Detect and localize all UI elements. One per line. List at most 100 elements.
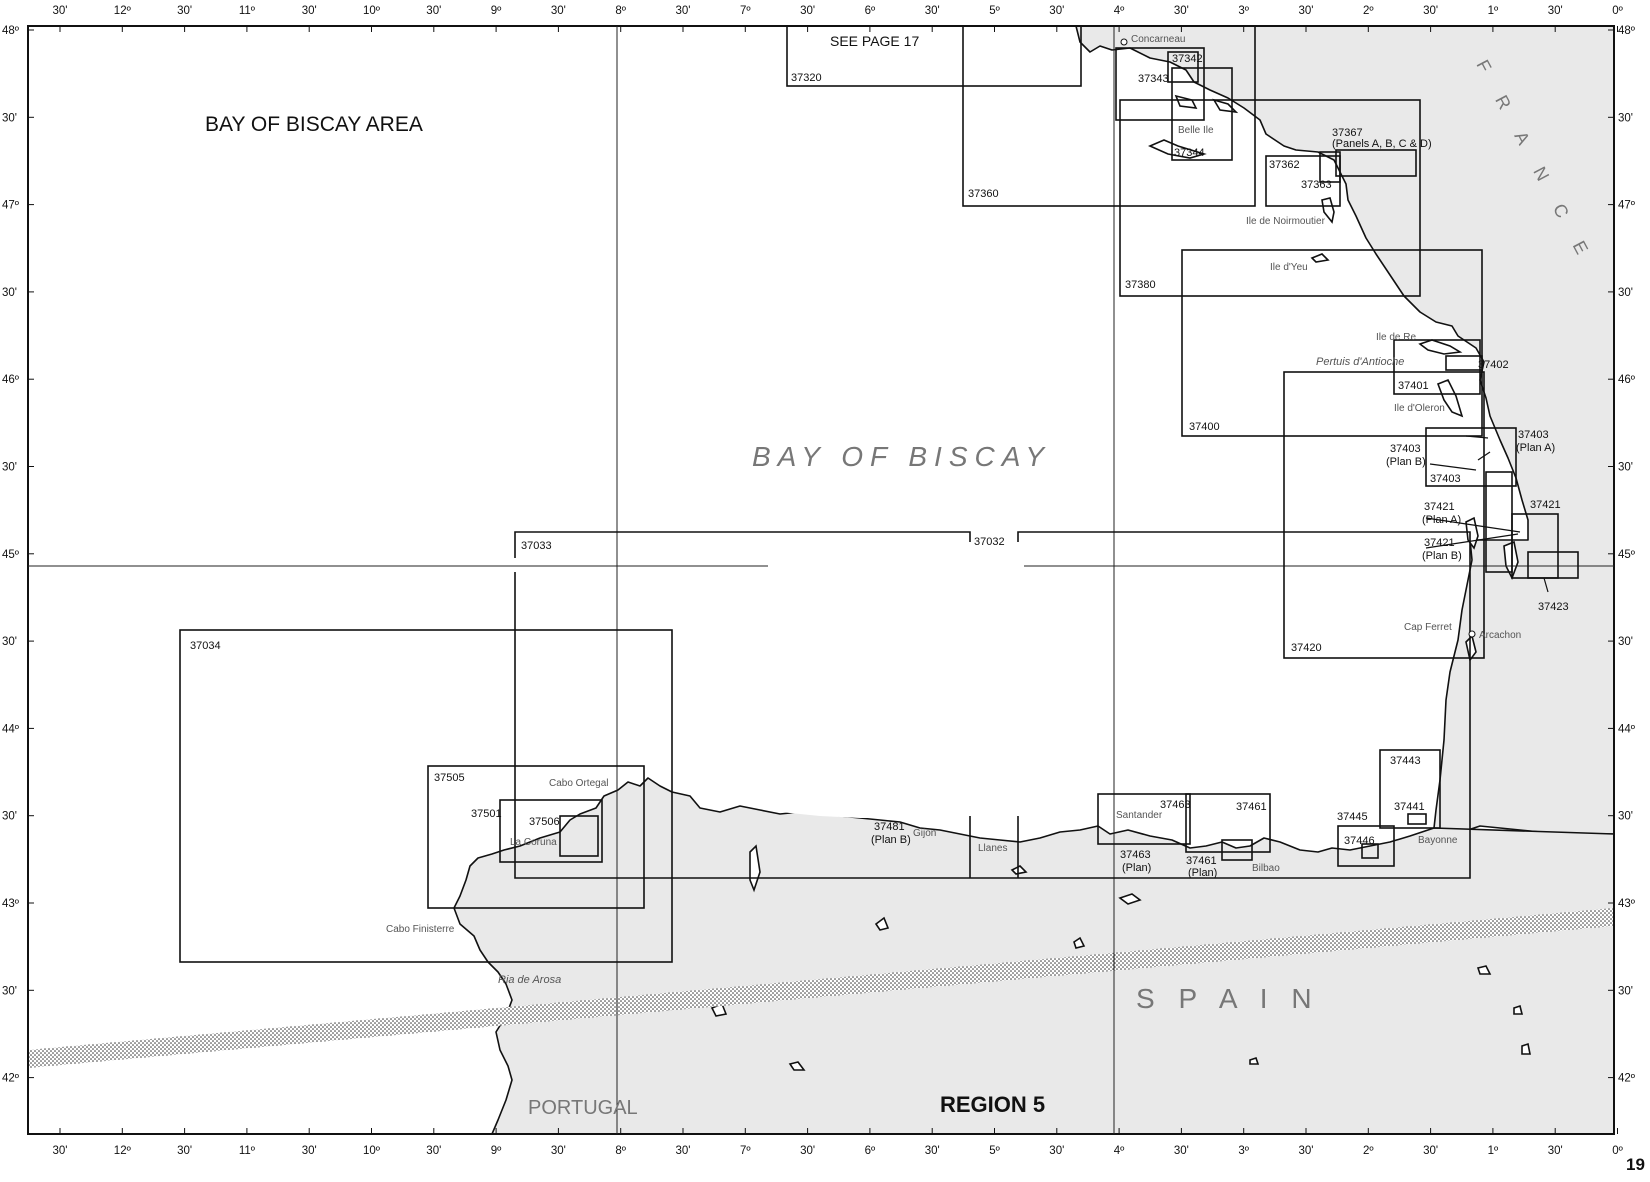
sea-label: BAY OF BISCAY [752, 441, 1051, 472]
label-37463: 37463 [1160, 799, 1191, 811]
label-37033: 37033 [521, 540, 552, 552]
label-37344: 37344 [1174, 147, 1205, 159]
chart-boxes [179, 25, 1579, 963]
lon-tick-label-bottom: 30' [1423, 1145, 1438, 1157]
land-layer [28, 26, 1614, 1134]
label-37421: 37421 [1530, 499, 1561, 511]
label-37463-plan: 37463 [1120, 849, 1151, 861]
label-37403: 37403 [1430, 473, 1461, 485]
lon-tick-label-top: 4º [1114, 5, 1125, 17]
label-37441: 37441 [1394, 801, 1425, 813]
lon-tick-label-bottom: 9º [491, 1145, 502, 1157]
country-portugal: PORTUGAL [528, 1097, 638, 1119]
label-37501: 37501 [471, 808, 502, 820]
lat-tick-label-right: 30' [1618, 985, 1633, 997]
map-title: BAY OF BISCAY AREA [205, 113, 423, 136]
lon-tick-label-top: 6º [865, 5, 876, 17]
label-37446: 37446 [1344, 835, 1375, 847]
lon-tick-label-top: 2º [1363, 5, 1374, 17]
lat-tick-label-left: 30' [2, 462, 17, 474]
lon-tick-label-top: 30' [800, 5, 815, 17]
lat-tick-label-left: 30' [2, 636, 17, 648]
lat-tick-label-right: 30' [1618, 462, 1633, 474]
lon-tick-label-bottom: 12º [114, 1145, 132, 1157]
label-37443: 37443 [1390, 755, 1421, 767]
label-37423: 37423 [1538, 601, 1569, 613]
lat-tick-label-right: 48º [1618, 25, 1636, 37]
chart-number-labels: 37320 37360 37342 37343 37344 37380 3736… [190, 53, 1569, 879]
label-37034: 37034 [190, 640, 221, 652]
label-37461-plan: 37461 [1186, 855, 1217, 867]
lon-tick-label-top: 30' [551, 5, 566, 17]
lon-tick-label-top: 5º [989, 5, 1000, 17]
lat-tick-label-left: 48º [2, 25, 20, 37]
label-37320: 37320 [791, 72, 822, 84]
lat-tick-label-right: 46º [1618, 374, 1636, 386]
lat-tick-label-left: 45º [2, 549, 20, 561]
lon-tick-label-bottom: 30' [1174, 1145, 1189, 1157]
lon-tick-label-bottom: 30' [676, 1145, 691, 1157]
lon-tick-label-bottom: 2º [1363, 1145, 1374, 1157]
lon-tick-label-bottom: 1º [1488, 1145, 1499, 1157]
lon-tick-label-top: 30' [1174, 5, 1189, 17]
lon-tick-label-bottom: 4º [1114, 1145, 1125, 1157]
lon-tick-label-bottom: 30' [1299, 1145, 1314, 1157]
lon-tick-label-top: 30' [177, 5, 192, 17]
lon-tick-label-bottom: 30' [1548, 1145, 1563, 1157]
label-37505: 37505 [434, 772, 465, 784]
label-37421-a: 37421 [1424, 501, 1455, 513]
lat-tick-label-right: 45º [1618, 549, 1636, 561]
lon-tick-label-top: 30' [53, 5, 68, 17]
lat-tick-label-left: 47º [2, 200, 20, 212]
lon-tick-label-top: 30' [1049, 5, 1064, 17]
lon-tick-label-top: 30' [1423, 5, 1438, 17]
lat-tick-label-right: 30' [1618, 636, 1633, 648]
lon-tick-label-top: 1º [1488, 5, 1499, 17]
lon-tick-label-bottom: 30' [177, 1145, 192, 1157]
lon-tick-label-bottom: 5º [989, 1145, 1000, 1157]
label-37420: 37420 [1291, 642, 1322, 654]
lon-tick-label-bottom: 11º [239, 1145, 256, 1157]
belle-ile [1148, 139, 1207, 159]
leader-lines [1425, 435, 1549, 593]
label-37421-b-note: (Plan B) [1422, 550, 1462, 562]
country-spain: S P A I N [1136, 983, 1320, 1014]
label-37363: 37363 [1301, 179, 1332, 191]
lat-tick-label-right: 42º [1618, 1073, 1636, 1085]
place-ile-de-re: Ile de Re [1376, 332, 1416, 343]
label-37367: 37367 [1332, 127, 1363, 139]
place-bilbao: Bilbao [1252, 863, 1280, 874]
label-37403-a-note: (Plan A) [1516, 442, 1555, 454]
place-ria-de-arosa: Ria de Arosa [498, 974, 561, 986]
place-arcachon: Arcachon [1479, 630, 1521, 641]
lat-tick-label-right: 44º [1618, 723, 1636, 735]
lat-tick-label-right: 30' [1618, 287, 1633, 299]
lat-tick-label-left: 30' [2, 811, 17, 823]
label-37032: 37032 [974, 536, 1005, 548]
lon-tick-label-bottom: 0º [1612, 1145, 1623, 1157]
lat-tick-label-left: 30' [2, 985, 17, 997]
lat-tick-label-left: 43º [2, 898, 20, 910]
lon-tick-label-top: 9º [491, 5, 502, 17]
label-37461: 37461 [1236, 801, 1267, 813]
place-yeu: Ile d'Yeu [1270, 262, 1308, 273]
ile-de-noirmoutier [1321, 197, 1335, 224]
lat-tick-label-right: 30' [1618, 811, 1633, 823]
label-37343: 37343 [1138, 73, 1169, 85]
ile-doleron [1436, 378, 1464, 418]
place-labels: Concarneau Belle Ile Ile de Noirmoutier … [386, 34, 1521, 986]
ile-dyeu [1310, 253, 1330, 263]
label-37380: 37380 [1125, 279, 1156, 291]
place-belle-ile: Belle Ile [1178, 125, 1214, 136]
label-37481-note: (Plan B) [871, 834, 911, 846]
lon-tick-label-bottom: 30' [426, 1145, 441, 1157]
label-37421-a-note: (Plan A) [1422, 514, 1461, 526]
place-llanes: Llanes [978, 843, 1007, 854]
lon-tick-label-bottom: 30' [53, 1145, 68, 1157]
place-gijon: Gijon [913, 828, 936, 839]
france-coast [1075, 26, 1614, 837]
label-37402: 37402 [1478, 359, 1509, 371]
lat-tick-label-left: 30' [2, 112, 17, 124]
ile-de-re [1418, 339, 1463, 355]
